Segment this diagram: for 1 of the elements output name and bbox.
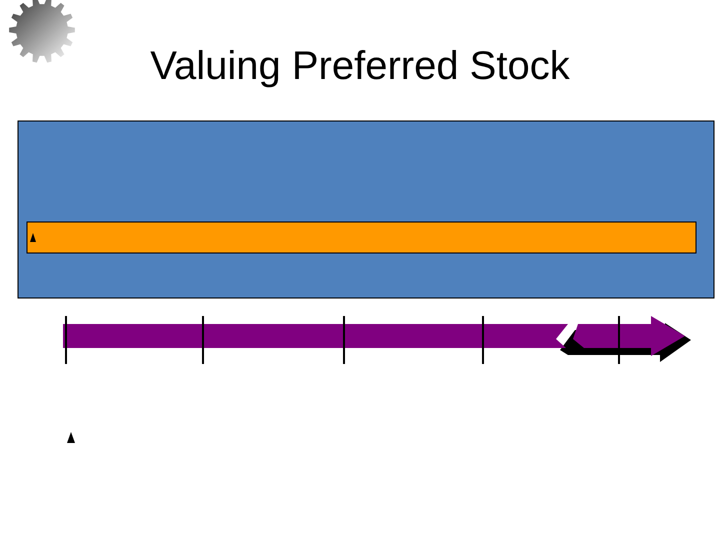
slide-title: Valuing Preferred Stock	[149, 44, 571, 89]
